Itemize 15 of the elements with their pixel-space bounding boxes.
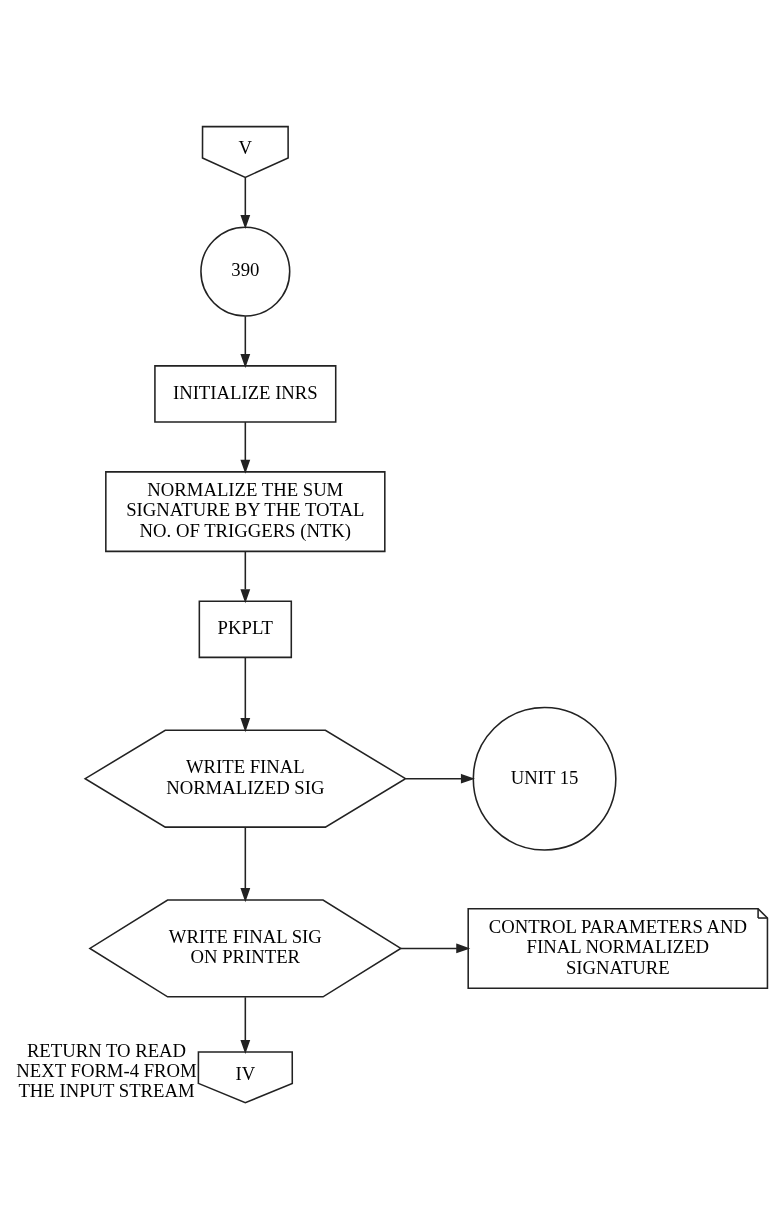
node-circle: 390 (200, 225, 291, 317)
arrow (240, 995, 251, 1054)
arrow (405, 773, 475, 784)
node-box: NORMALIZE THE SUM SIGNATURE BY THE TOTAL NO. OF TRIGGERS (NTK) (105, 470, 386, 552)
arrow (240, 176, 251, 229)
arrow (400, 943, 471, 953)
node-box: PKPLT (198, 599, 293, 658)
arrow (240, 656, 251, 732)
node-circle: UNIT 15 (472, 706, 617, 851)
arrow (240, 550, 251, 603)
arrow (240, 825, 251, 902)
node-label: RETURN TO READ NEXT FORM-4 FROM THE INPUT STREAM (16, 1039, 197, 1101)
node-box: INITIALIZE INRS (154, 364, 337, 423)
arrow (240, 420, 251, 474)
arrow (240, 314, 251, 368)
